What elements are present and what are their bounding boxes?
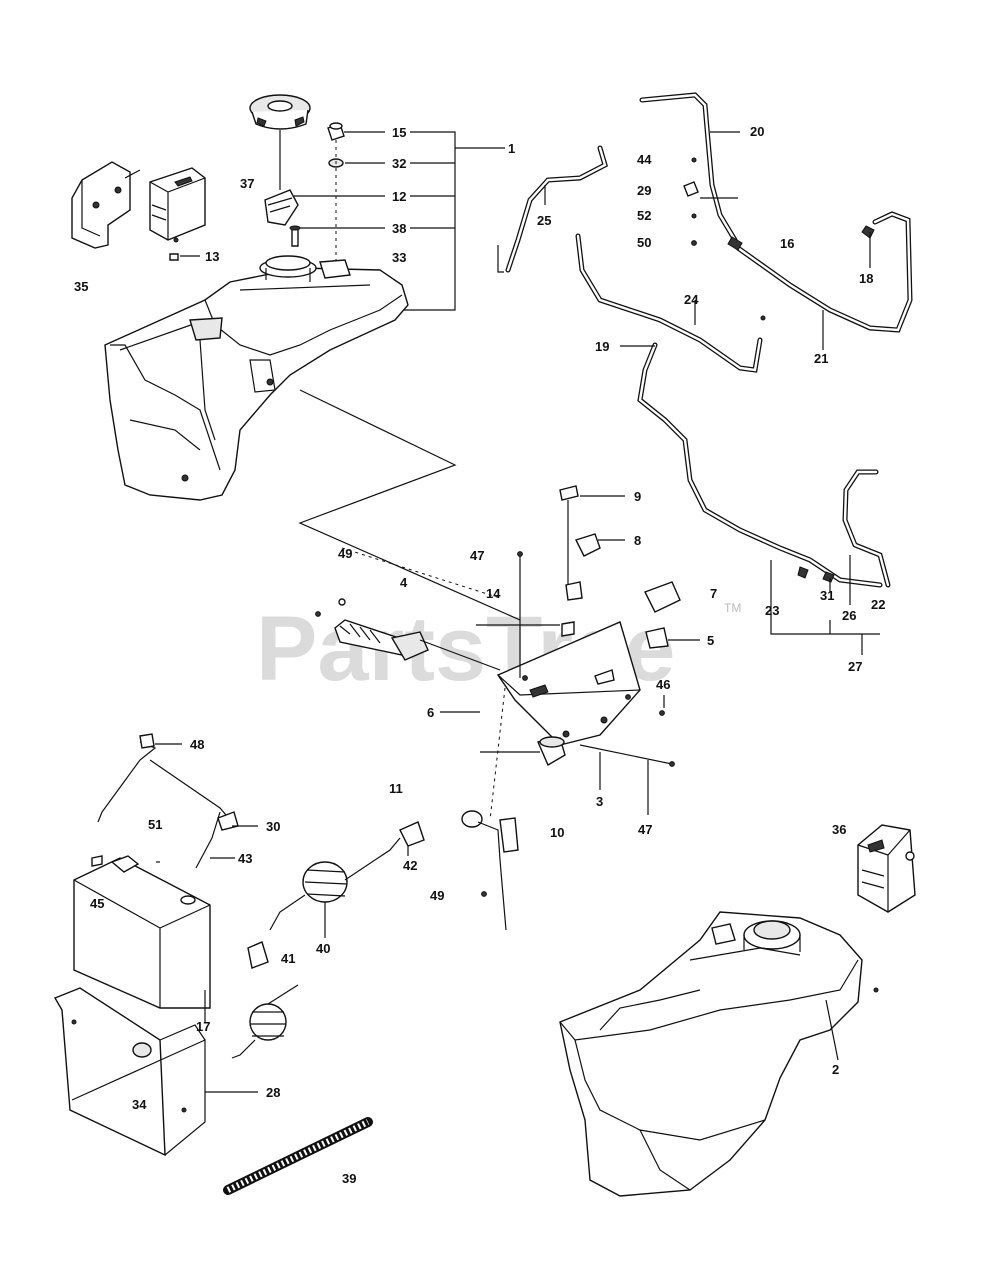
vent-parts <box>289 122 345 260</box>
label-25: 25 <box>537 213 551 228</box>
label-39: 39 <box>342 1171 356 1186</box>
leader-lines-hoses <box>544 131 880 655</box>
hose-22 <box>842 469 891 588</box>
fuel-cap <box>249 94 311 130</box>
hose-24 <box>575 233 763 373</box>
label-9: 9 <box>634 489 641 504</box>
label-28: 28 <box>266 1085 280 1100</box>
leader-lines-top <box>180 131 505 311</box>
label-4: 4 <box>400 575 408 590</box>
label-8: 8 <box>634 533 641 548</box>
label-7: 7 <box>710 586 717 601</box>
part-labels: 1 15 32 37 12 38 13 33 35 25 20 44 29 52… <box>74 124 885 1186</box>
leader-lines-center <box>440 495 700 815</box>
label-30: 30 <box>266 819 280 834</box>
label-19: 19 <box>595 339 609 354</box>
label-50: 50 <box>637 235 651 250</box>
hose-23 <box>637 342 883 588</box>
wire-loom <box>223 1117 373 1195</box>
fuel-tank-assembly <box>104 255 409 501</box>
label-47a: 47 <box>470 548 484 563</box>
label-37: 37 <box>240 176 254 191</box>
fuel-module <box>149 167 206 261</box>
bolt-47 <box>579 710 675 767</box>
label-17: 17 <box>196 1019 210 1034</box>
hose-21 <box>735 211 913 333</box>
label-51: 51 <box>148 817 162 832</box>
label-21: 21 <box>814 351 828 366</box>
fuel-strainer <box>264 130 299 226</box>
label-42: 42 <box>403 858 417 873</box>
label-47b: 47 <box>638 822 652 837</box>
label-15: 15 <box>392 125 406 140</box>
label-16: 16 <box>780 236 794 251</box>
label-18: 18 <box>859 271 873 286</box>
label-27: 27 <box>848 659 862 674</box>
label-2: 2 <box>832 1062 839 1077</box>
hose-25 <box>497 145 608 273</box>
label-31: 31 <box>820 588 834 603</box>
battery-hold-down <box>97 733 258 869</box>
cable-boots <box>231 821 425 1059</box>
choke-handle <box>315 598 501 671</box>
hose-20 <box>639 92 738 243</box>
label-49b: 49 <box>430 888 444 903</box>
label-52: 52 <box>637 208 651 223</box>
fuel-tank-2 <box>559 911 879 1197</box>
battery-box <box>53 987 258 1157</box>
label-14: 14 <box>486 586 501 601</box>
label-38: 38 <box>392 221 406 236</box>
label-29: 29 <box>637 183 651 198</box>
label-40: 40 <box>316 941 330 956</box>
label-35: 35 <box>74 279 88 294</box>
label-36: 36 <box>832 822 846 837</box>
label-32: 32 <box>392 156 406 171</box>
label-23: 23 <box>765 603 779 618</box>
label-26: 26 <box>842 608 856 623</box>
watermark-tm: TM <box>724 601 741 615</box>
label-49a: 49 <box>338 546 352 561</box>
module-36 <box>857 824 916 913</box>
dash-outline <box>298 389 521 621</box>
battery <box>73 855 211 1022</box>
label-5: 5 <box>707 633 714 648</box>
label-13: 13 <box>205 249 219 264</box>
control-panel-plate <box>496 621 641 746</box>
label-46: 46 <box>656 677 670 692</box>
label-22: 22 <box>871 597 885 612</box>
label-11: 11 <box>389 781 403 796</box>
label-1: 1 <box>508 141 515 156</box>
label-34: 34 <box>132 1097 147 1112</box>
label-12: 12 <box>392 189 406 204</box>
throttle-lever <box>461 687 519 931</box>
label-20: 20 <box>750 124 764 139</box>
label-10: 10 <box>550 825 564 840</box>
label-6: 6 <box>427 705 434 720</box>
label-41: 41 <box>281 951 295 966</box>
label-43: 43 <box>238 851 252 866</box>
label-45: 45 <box>90 896 104 911</box>
label-33: 33 <box>392 250 406 265</box>
label-3: 3 <box>596 794 603 809</box>
switch-parts <box>517 485 681 767</box>
label-48: 48 <box>190 737 204 752</box>
bracket-35 <box>71 161 141 249</box>
label-44: 44 <box>637 152 652 167</box>
label-24: 24 <box>684 292 699 307</box>
hose-clamps <box>683 157 875 583</box>
